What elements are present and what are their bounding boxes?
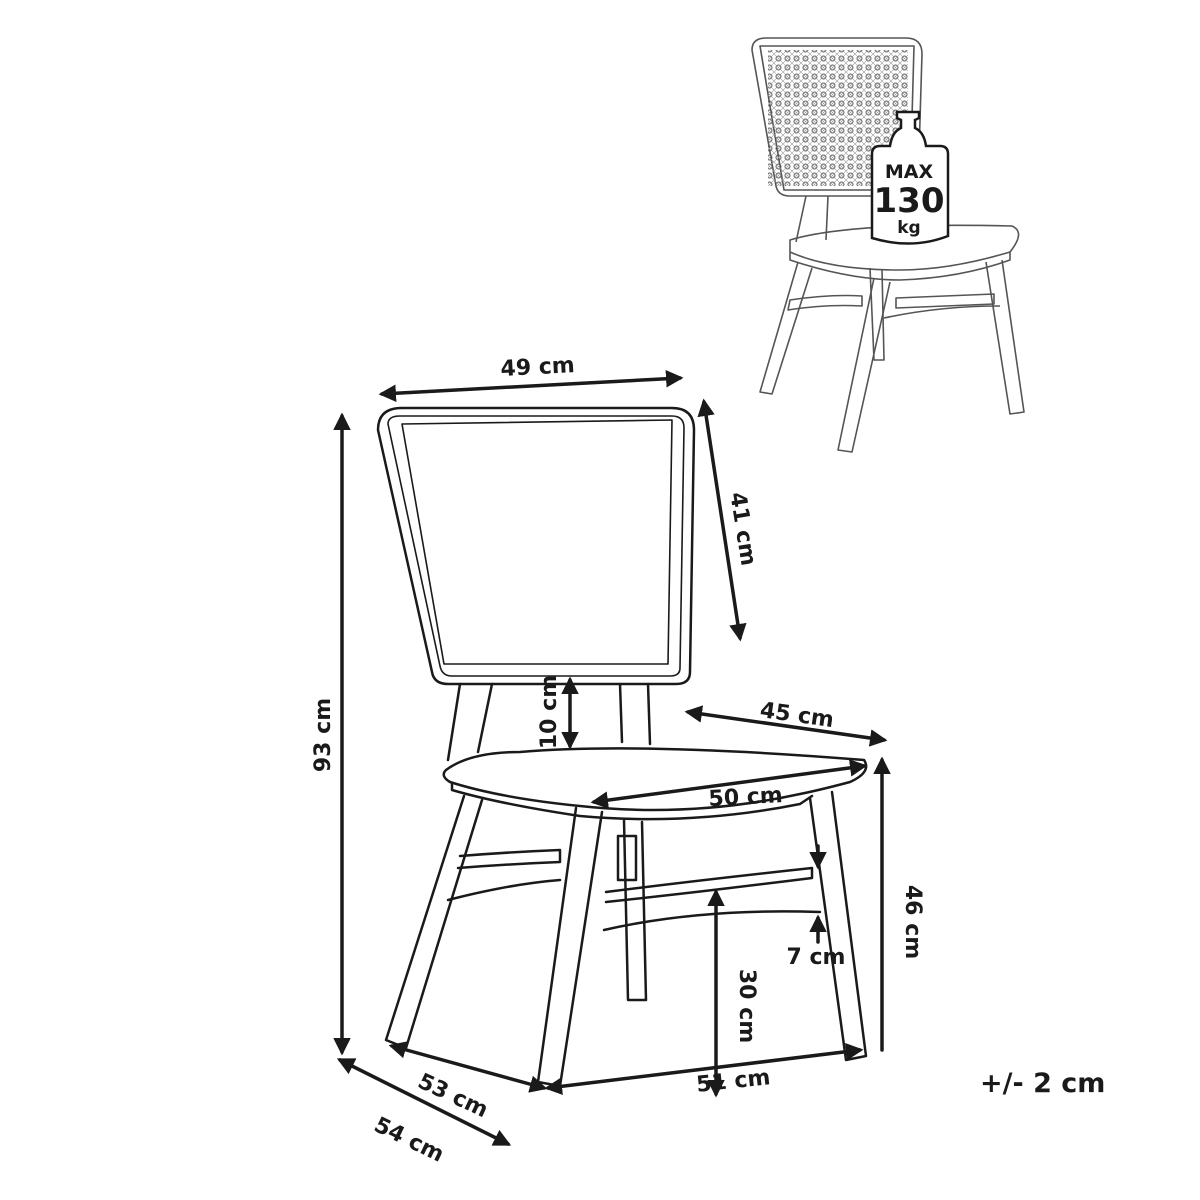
arrow-seat-width bbox=[590, 759, 868, 809]
dimension-arrows bbox=[333, 370, 891, 1146]
label-gap-height: 10 cm bbox=[537, 675, 562, 749]
label-crossbar-height: 30 cm bbox=[734, 969, 759, 1043]
label-total-depth: 54 cm bbox=[370, 1113, 448, 1168]
cane-panel-icon bbox=[401, 419, 673, 665]
label-crossbar-gap: 7 cm bbox=[787, 945, 846, 970]
main-chair-illustration bbox=[376, 406, 868, 1088]
label-total-height: 93 cm bbox=[311, 698, 336, 772]
badge-unit-label: kg bbox=[897, 218, 920, 238]
dimension-labels: 49 cm 41 cm 93 cm 10 cm 45 cm 50 cm 46 c… bbox=[311, 353, 925, 1168]
arrow-leg-width bbox=[544, 1043, 864, 1095]
label-seat-depth: 45 cm bbox=[758, 698, 835, 733]
badge-max-label: MAX bbox=[885, 161, 934, 183]
arrow-leg-depth bbox=[388, 1041, 548, 1093]
label-seat-height: 46 cm bbox=[900, 885, 925, 959]
label-backrest-width: 49 cm bbox=[500, 353, 575, 382]
label-backrest-height: 41 cm bbox=[724, 490, 760, 567]
max-load-badge: MAX 130 kg bbox=[870, 110, 950, 245]
label-seat-width: 50 cm bbox=[708, 783, 783, 812]
bottle-icon bbox=[870, 110, 950, 245]
small-chair-illustration bbox=[751, 37, 1025, 453]
arrow-total-depth bbox=[336, 1058, 512, 1146]
badge-weight-value: 130 bbox=[874, 181, 945, 221]
arrow-backrest-height bbox=[697, 398, 747, 642]
tolerance-note: +/- 2 cm bbox=[980, 1068, 1106, 1099]
arrow-seat-depth bbox=[684, 705, 888, 747]
arrow-backrest-width bbox=[378, 370, 684, 402]
